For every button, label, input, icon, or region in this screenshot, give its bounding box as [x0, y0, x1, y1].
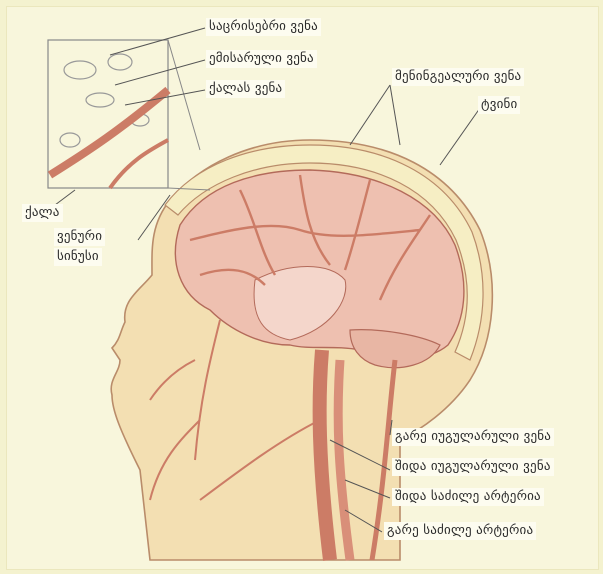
- label-skull: ქალა: [22, 204, 63, 222]
- label-internal-jugular: შიდა იუგულარული ვენა: [392, 458, 554, 476]
- label-internal-carotid: შიდა საძილე არტერია: [392, 488, 544, 506]
- label-emissary-vein: ემისარული ვენა: [206, 50, 317, 68]
- label-external-carotid: გარე საძილე არტერია: [384, 522, 536, 540]
- label-external-jugular: გარე იუგულარული ვენა: [392, 428, 554, 446]
- label-brain: ტვინი: [478, 96, 520, 114]
- label-emissary-vein-top: საცრისებრი ვენა: [206, 18, 321, 36]
- label-venous-sinus-line1: ვენური: [54, 228, 105, 246]
- label-skull-vein: ქალას ვენა: [206, 80, 285, 98]
- label-meningeal-vein: მენინგეალური ვენა: [392, 68, 524, 86]
- label-venous-sinus-line2: სინუსი: [54, 248, 102, 266]
